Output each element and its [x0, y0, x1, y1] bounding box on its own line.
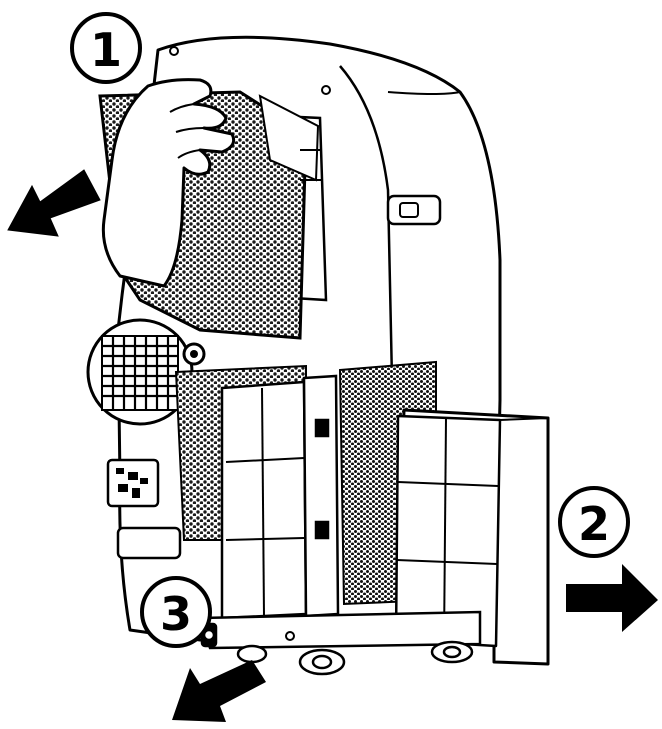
lower-filter-panel — [220, 374, 340, 620]
hand — [101, 78, 236, 288]
control-label — [106, 458, 160, 508]
lower-filter-door — [394, 408, 550, 666]
step-badge-1: 1 — [70, 12, 142, 84]
step-badge-3: 3 — [140, 576, 212, 648]
step-number-1: 1 — [90, 23, 122, 77]
arrow-step-1 — [7, 169, 101, 237]
step-number-3: 3 — [160, 587, 192, 641]
step-badge-2: 2 — [558, 486, 630, 558]
arrow-step-2 — [566, 564, 658, 632]
wheels — [198, 610, 482, 676]
step-number-2: 2 — [578, 497, 610, 551]
arrow-step-3 — [172, 660, 266, 722]
exhaust-vent — [86, 318, 206, 426]
